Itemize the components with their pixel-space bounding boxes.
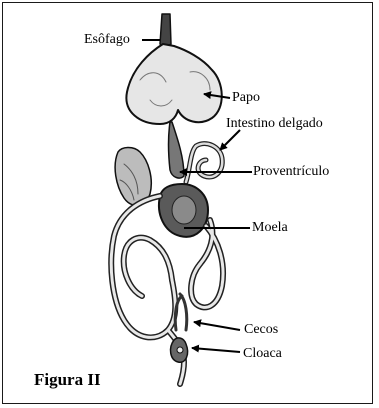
label-cecos: Cecos [244, 322, 278, 338]
label-papo: Papo [232, 90, 260, 106]
cecos-leader [194, 322, 240, 330]
label-proventriculo: Proventrículo [253, 164, 329, 180]
label-moela: Moela [252, 220, 288, 236]
label-cloaca: Cloaca [243, 346, 282, 362]
proventriculus-shape [169, 122, 185, 178]
crop-shape [126, 44, 221, 124]
cloaca-leader [192, 348, 240, 352]
label-intestino-delgado: Intestino delgado [226, 116, 323, 132]
figure-caption: Figura II [34, 370, 101, 390]
intestino-leader [220, 130, 240, 150]
esophagus-shape [160, 14, 171, 48]
label-esofago: Esôfago [84, 32, 130, 48]
